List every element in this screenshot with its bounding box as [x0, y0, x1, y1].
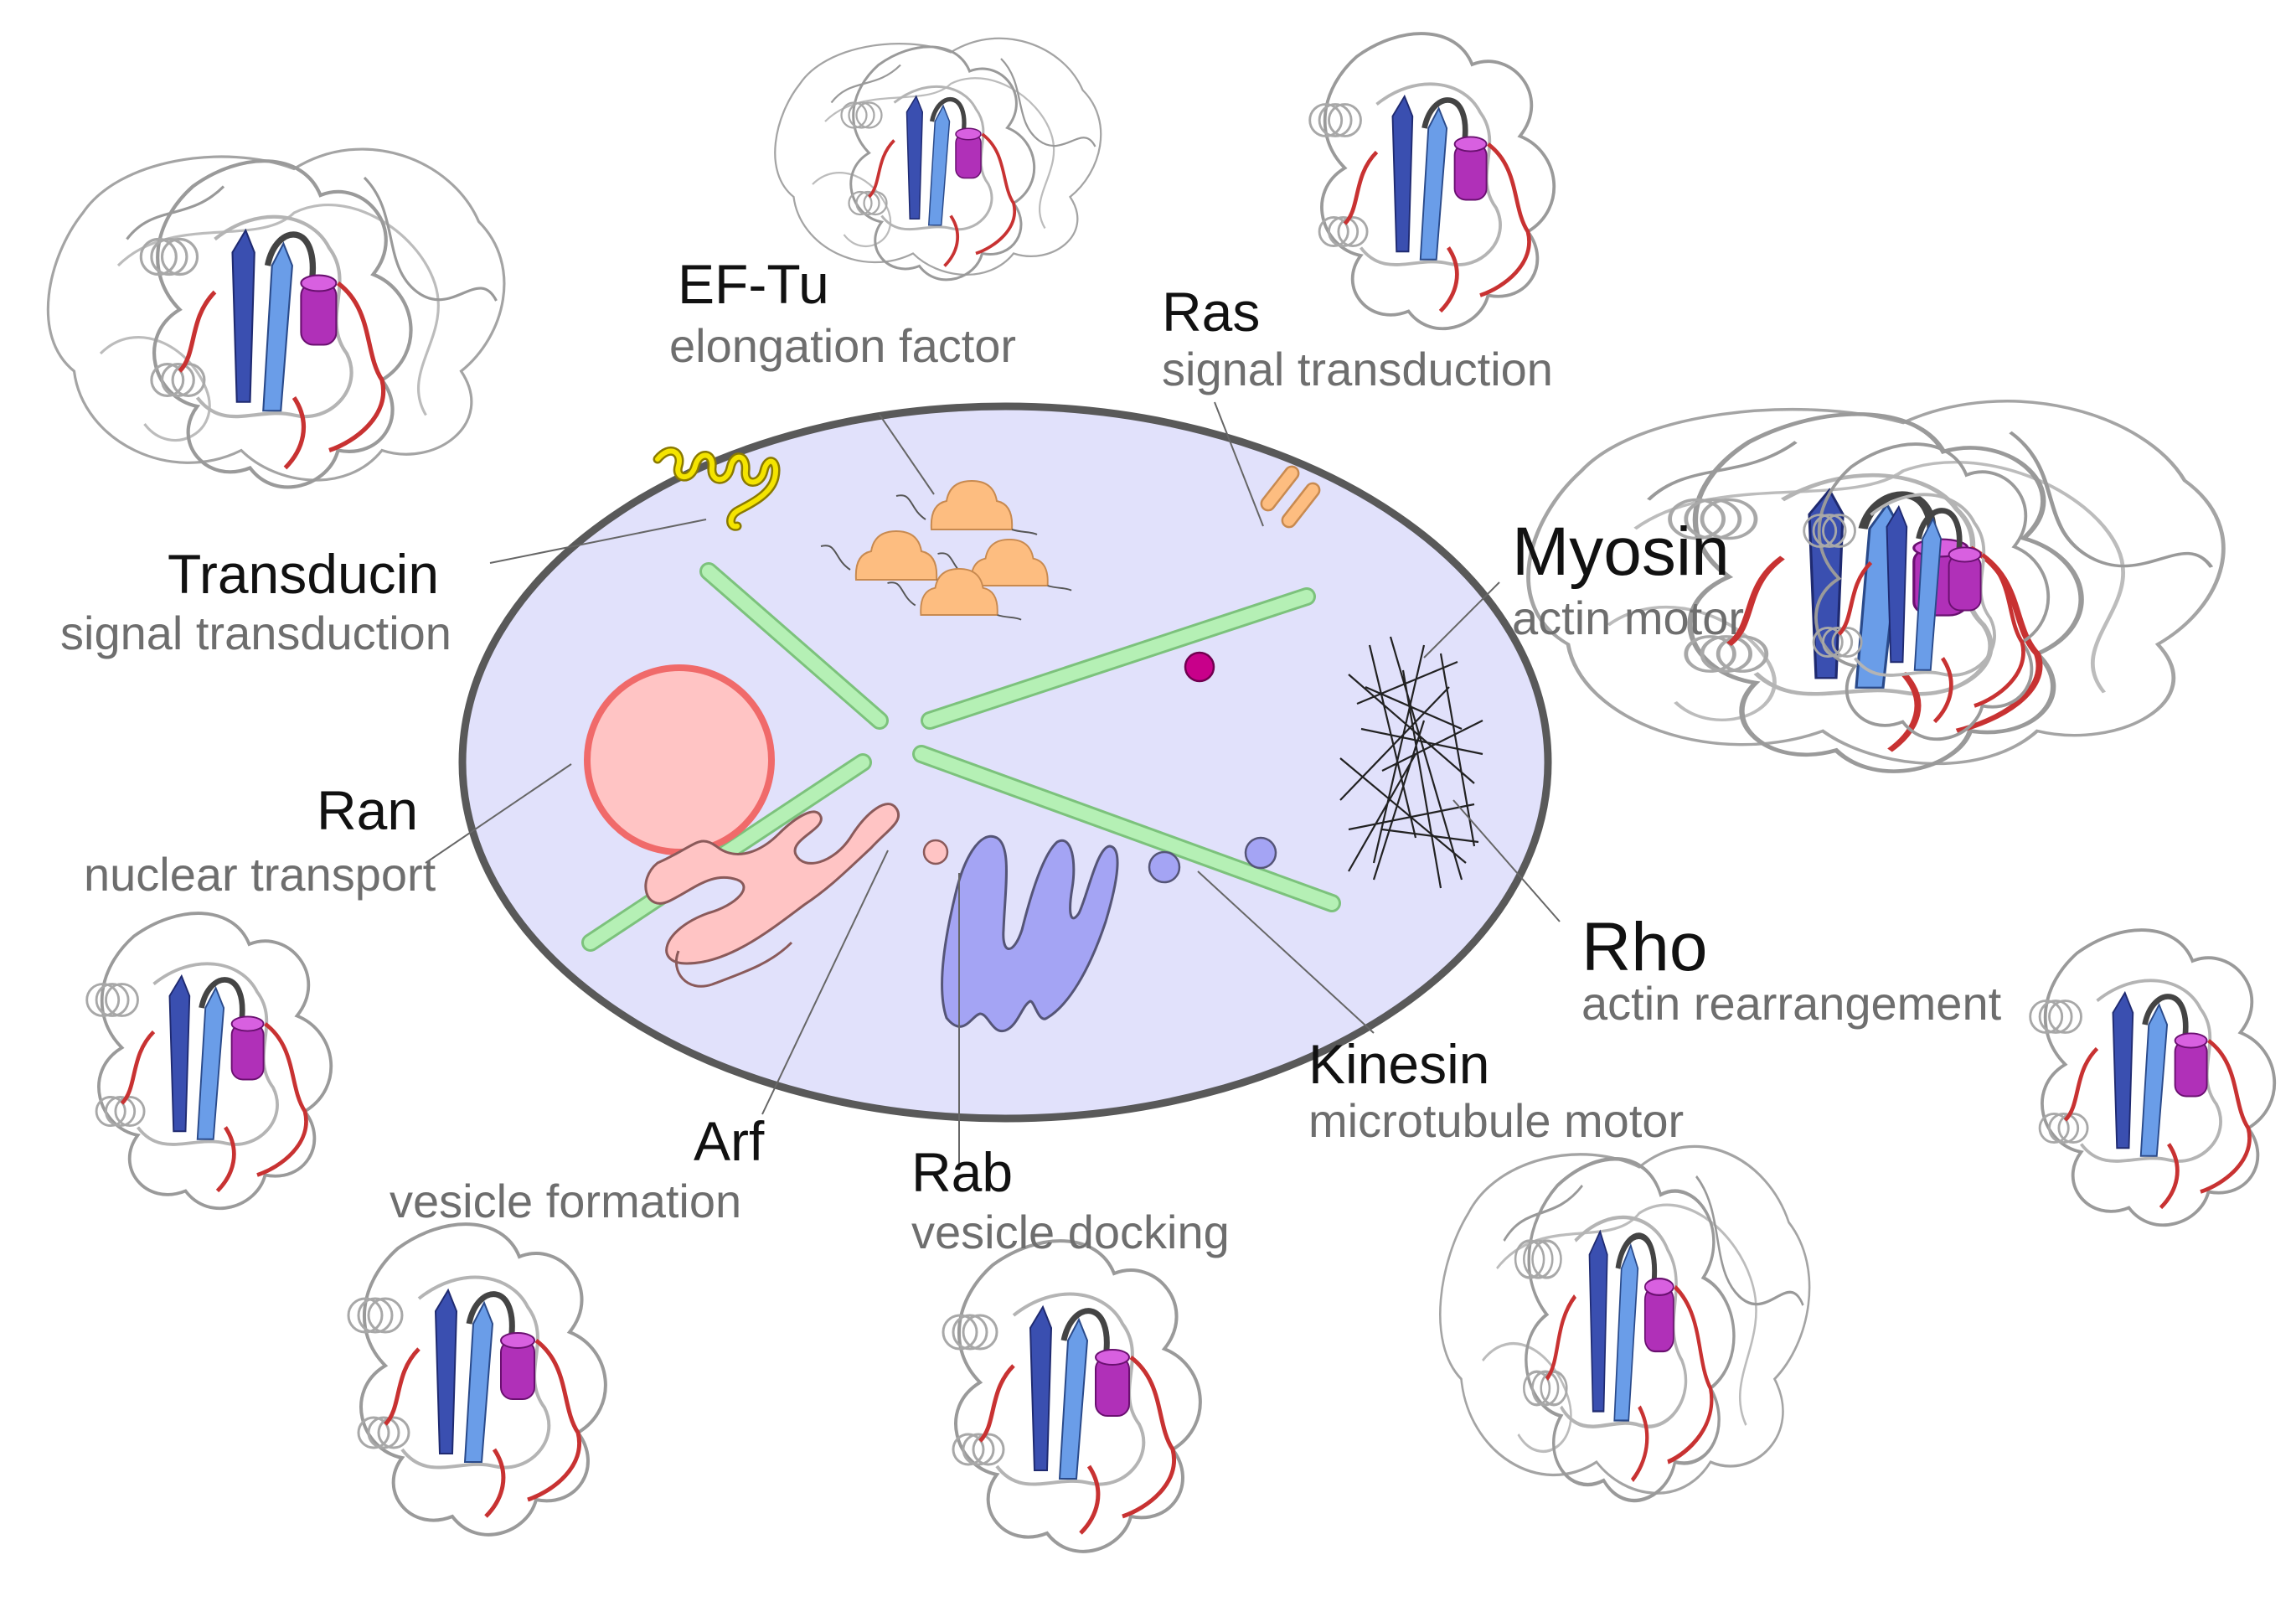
transport-vesicle: [1148, 850, 1181, 884]
rab-name: Rab: [911, 1141, 1013, 1203]
label-rho: Rho actin rearrangement: [1581, 909, 2002, 1030]
ran-function: nuclear transport: [84, 848, 436, 901]
label-myosin: Myosin actin motor: [1512, 514, 1744, 644]
transducin-structure: [48, 149, 504, 487]
ras-leader: [1214, 401, 1264, 527]
cell: [458, 402, 1552, 1123]
label-arf: Arf vesicle formation: [390, 1110, 765, 1227]
transducin-function: signal transduction: [60, 607, 451, 659]
transducin-receptor-coil: [653, 447, 781, 531]
endoplasmic-reticulum: [941, 834, 1119, 1033]
eftu-function: elongation factor: [669, 319, 1016, 372]
ran-structure: [87, 913, 332, 1208]
kinesin-leader: [1197, 870, 1375, 1034]
eftu-leader: [879, 414, 935, 495]
arf-function: vesicle formation: [390, 1175, 741, 1227]
rho-function: actin rearrangement: [1581, 977, 2002, 1030]
eftu-structure: [775, 39, 1101, 280]
label-kinesin: Kinesin microtubule motor: [1308, 1033, 1684, 1147]
eftu-name: EF-Tu: [678, 253, 829, 315]
arf-name: Arf: [694, 1110, 765, 1172]
kinesin-function: microtubule motor: [1308, 1094, 1684, 1147]
kinesin-name: Kinesin: [1308, 1033, 1489, 1095]
myosin-name: Myosin: [1512, 514, 1730, 590]
transducin-name: Transducin: [168, 543, 439, 605]
leader-lines: [425, 401, 1561, 1165]
ran-name: Ran: [317, 779, 418, 841]
golgi-body: [644, 803, 900, 965]
ras-structure: [1310, 34, 1555, 328]
nucleus: [584, 664, 775, 855]
rho-leader: [1452, 799, 1561, 922]
myosin-function: actin motor: [1512, 591, 1744, 644]
rho-name: Rho: [1581, 909, 1707, 985]
ras-function: signal transduction: [1162, 343, 1553, 395]
label-eftu: EF-Tu elongation factor: [669, 253, 1016, 372]
signaling-molecule: [1184, 651, 1215, 683]
rho-structure: [2030, 930, 2275, 1225]
label-ran: Ran nuclear transport: [84, 779, 436, 901]
label-rab: Rab vesicle docking: [911, 1141, 1230, 1258]
actin-filaments: [1339, 636, 1483, 889]
rab-structure: [943, 1241, 1200, 1552]
arf-leader: [761, 850, 889, 1115]
ran-leader: [425, 763, 572, 864]
rab-function: vesicle docking: [911, 1206, 1230, 1258]
transducin-leader: [489, 519, 707, 564]
arf-structure: [348, 1224, 606, 1535]
golgi-vesicle: [922, 839, 949, 865]
myosin-leader: [1423, 581, 1500, 659]
label-ras: Ras signal transduction: [1162, 281, 1553, 395]
transport-vesicle: [1244, 836, 1277, 870]
ras-name: Ras: [1162, 281, 1260, 343]
ras-membrane-anchor: [1260, 465, 1321, 529]
kinesin-structure: [1440, 1146, 1809, 1501]
label-transducin: Transducin signal transduction: [60, 543, 451, 659]
